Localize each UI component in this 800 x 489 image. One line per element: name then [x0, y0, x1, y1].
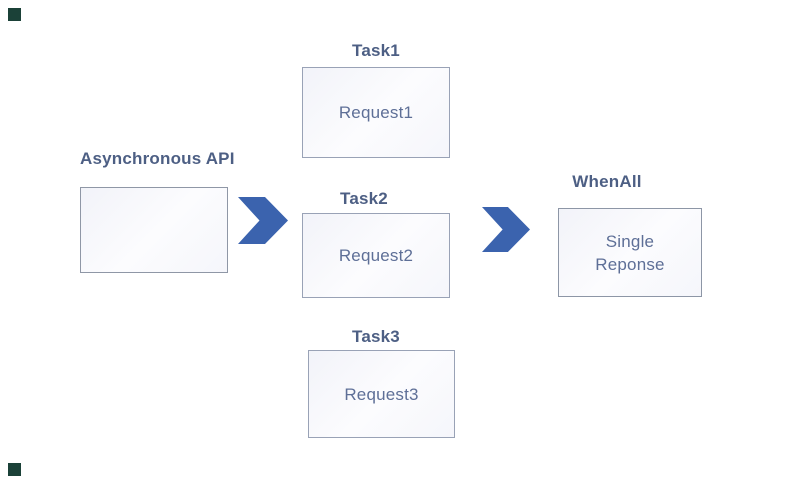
box-whenall: Single Reponse [558, 208, 702, 297]
box-whenall-text: Single Reponse [595, 231, 665, 274]
label-whenall: WhenAll [572, 172, 642, 191]
label-task2: Task2 [340, 189, 388, 208]
corner-square-top-left [8, 8, 21, 21]
label-task1: Task1 [352, 41, 400, 60]
box-asynchronous-api [80, 187, 228, 273]
box-task3-text: Request3 [344, 384, 419, 404]
corner-square-bottom-left [8, 463, 21, 476]
box-task1: Request1 [302, 67, 450, 158]
chevron-right-icon-2 [482, 207, 530, 252]
label-asynchronous-api: Asynchronous API [80, 149, 235, 168]
box-task2: Request2 [302, 213, 450, 298]
box-task2-text: Request2 [338, 246, 414, 265]
box-task3: Request3 [308, 350, 455, 438]
chevron-right-icon-1 [238, 197, 288, 244]
label-task3: Task3 [352, 327, 400, 346]
box-task1-text: Request1 [338, 103, 414, 122]
